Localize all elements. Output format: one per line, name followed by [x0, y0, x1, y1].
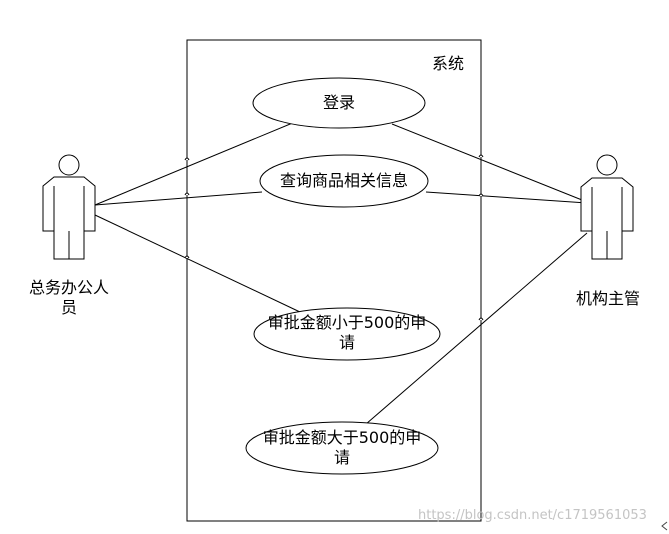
system-boundary [186, 39, 482, 522]
actor-right-body [580, 177, 634, 260]
use-case-approve-gt500-label: 审批金额大于500的申 请 [245, 428, 439, 468]
use-case-query-label: 查询商品相关信息 [260, 171, 428, 191]
corner-arrow-icon [661, 521, 668, 531]
use-case-approve-gt500 [245, 421, 439, 475]
actor-right-head [596, 154, 618, 176]
actor-left [42, 154, 96, 260]
watermark: https://blog.csdn.net/c1719561053 [418, 508, 647, 523]
actor-right [580, 154, 634, 260]
actor-left-head [58, 154, 80, 176]
assoc-left-login [94, 121, 296, 206]
use-case-approve-lt500 [253, 307, 441, 361]
use-case-query-text: 查询商品相关信息 [279, 171, 408, 190]
system-label: 系统 [431, 54, 464, 73]
actor-left-name: 总务办公人 员 [17, 278, 121, 318]
use-case-login-text: 登录 [322, 93, 355, 112]
use-case-approve-gt500-line1: 审批金额大于500的申 [262, 428, 422, 447]
use-case-approve-lt500-line2: 请 [338, 333, 355, 352]
assoc-right-login [391, 123, 588, 203]
actor-left-name-line2: 员 [60, 298, 77, 317]
use-case-login-label: 登录 [259, 93, 419, 113]
assoc-left-approve-lt500 [94, 214, 301, 313]
line-jumps [184, 154, 484, 321]
actor-right-name: 机构主管 [575, 289, 640, 308]
use-case-approve-lt500-line1: 审批金额小于500的申 [267, 313, 427, 332]
use-case-query [259, 154, 429, 208]
assoc-right-approve-gt500 [365, 232, 588, 425]
use-case-approve-lt500-label: 审批金额小于500的申 请 [250, 313, 444, 353]
assoc-left-query [94, 191, 263, 206]
associations [94, 121, 588, 425]
assoc-right-query [425, 191, 588, 204]
actor-left-body [42, 176, 96, 260]
actor-left-name-line1: 总务办公人 [28, 278, 109, 297]
use-case-login [252, 77, 426, 129]
use-case-approve-gt500-line2: 请 [333, 448, 350, 467]
